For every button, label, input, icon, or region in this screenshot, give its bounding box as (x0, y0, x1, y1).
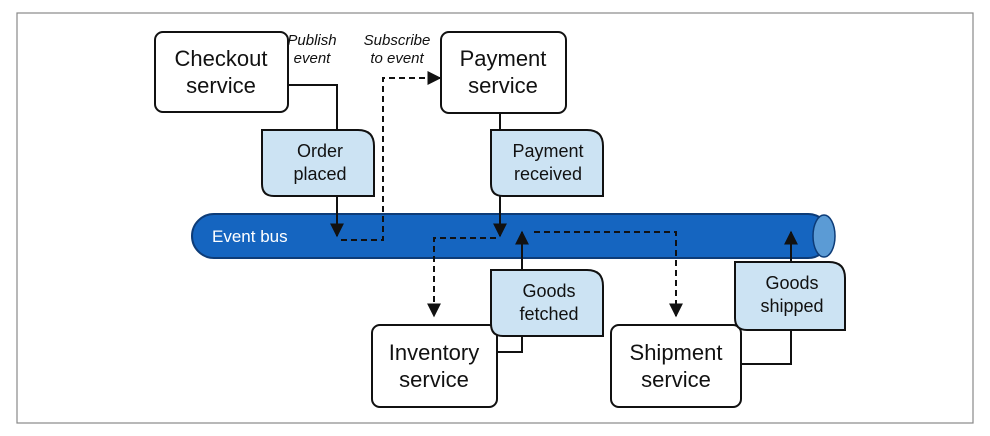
publish-annotation: Publish event (287, 32, 336, 67)
svg-text:service: service (468, 73, 538, 98)
order-placed-event: Order placed (261, 129, 375, 197)
svg-text:received: received (514, 164, 582, 184)
svg-text:shipped: shipped (760, 296, 823, 316)
payment-received-event: Payment received (490, 129, 604, 197)
svg-text:Payment: Payment (512, 141, 583, 161)
goods-fetched-event: Goods fetched (490, 269, 604, 337)
subscribe-inventory-arrow (427, 237, 496, 318)
svg-text:Goods: Goods (765, 273, 818, 293)
inventory-service: Inventory service (371, 324, 498, 408)
svg-text:Subscribe: Subscribe (364, 32, 431, 49)
event-bus: Event bus (191, 213, 836, 259)
svg-text:Checkout: Checkout (175, 46, 268, 71)
subscribe-annotation: Subscribe to event (364, 32, 431, 67)
svg-text:service: service (641, 367, 711, 392)
svg-text:Inventory: Inventory (389, 340, 480, 365)
svg-text:to event: to event (370, 50, 424, 67)
svg-text:Order: Order (297, 141, 343, 161)
svg-text:fetched: fetched (519, 304, 578, 324)
svg-text:event: event (294, 50, 332, 67)
svg-text:Goods: Goods (522, 281, 575, 301)
svg-text:Payment: Payment (460, 46, 547, 71)
checkout-service: Checkout service (154, 31, 289, 113)
svg-text:Shipment: Shipment (630, 340, 723, 365)
payment-service: Payment service (440, 31, 567, 114)
svg-text:service: service (186, 73, 256, 98)
svg-text:Publish: Publish (287, 32, 336, 49)
subscribe-payment-arrow (341, 71, 442, 241)
svg-text:placed: placed (293, 164, 346, 184)
shipment-service: Shipment service (610, 324, 742, 408)
subscribe-shipment-arrow (534, 231, 683, 318)
event-bus-label: Event bus (212, 227, 288, 246)
svg-text:service: service (399, 367, 469, 392)
goods-shipped-event: Goods shipped (734, 261, 846, 331)
